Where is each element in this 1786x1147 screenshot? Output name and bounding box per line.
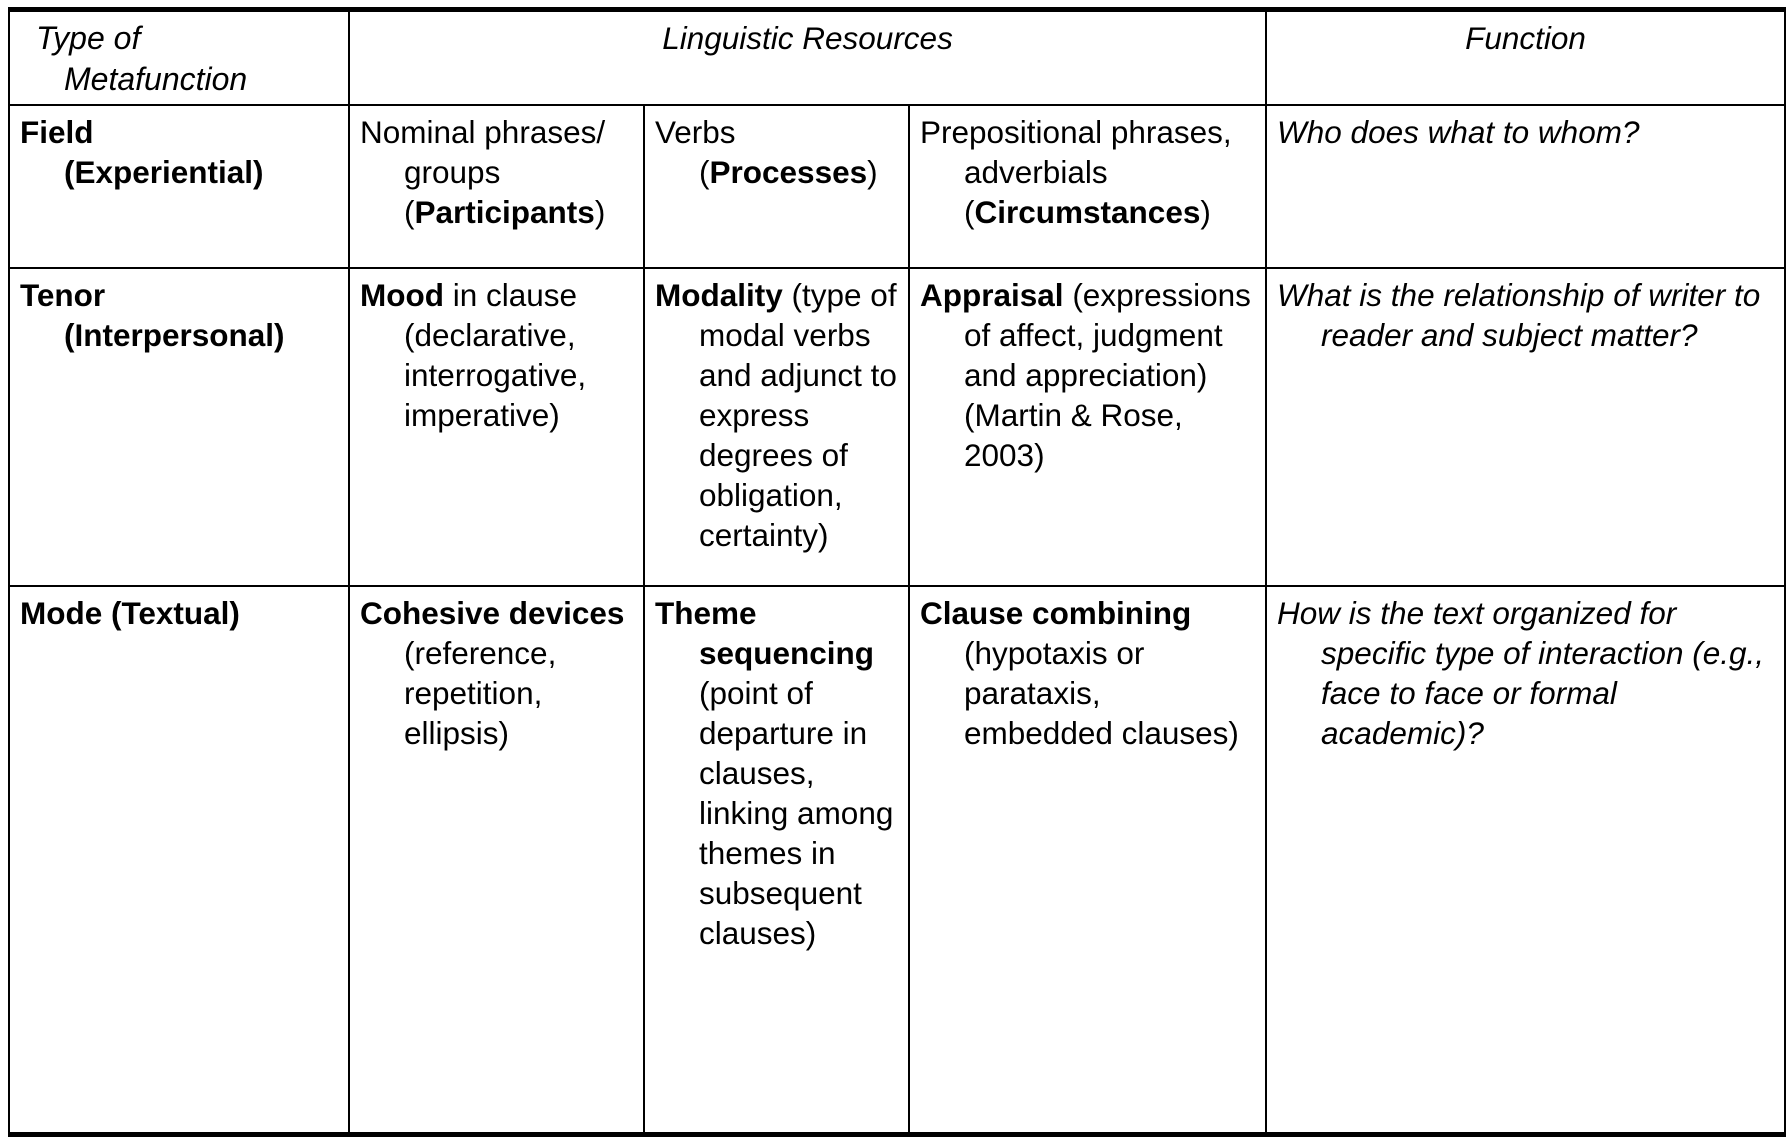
- resource-plain-b: ): [594, 194, 606, 230]
- resource-bold: Mood: [360, 277, 444, 313]
- resource-plain: (type of modal verbs and adjunct to expr…: [699, 277, 897, 553]
- cell-tenor-resource-1: Mood in clause (declarative, interrogati…: [348, 267, 645, 587]
- metafunction-label: Mode (Textual): [20, 593, 338, 633]
- function-text: What is the relationship of writer to re…: [1277, 277, 1761, 353]
- resource-bold: Processes: [709, 154, 868, 190]
- resource-plain-a: Prepositional phrases, adverbials (: [920, 114, 1232, 230]
- metafunction-label: Field (Experiential): [20, 112, 338, 192]
- metafunction-name: Mode (Textual): [20, 595, 240, 631]
- resource-text: Verbs (Processes): [655, 112, 898, 192]
- table-row: Mode (Textual) Cohesive devices (referen…: [8, 585, 1786, 1137]
- resource-bold: Clause combining: [920, 595, 1192, 631]
- metafunction-table: Type of Metafunction Linguistic Resource…: [8, 7, 1786, 1137]
- metafunction-label: Tenor (Interpersonal): [20, 275, 338, 355]
- cell-mode-function: How is the text organized for specific t…: [1265, 585, 1786, 1137]
- cell-metafunction-mode: Mode (Textual): [8, 585, 350, 1137]
- resource-text: Cohesive devices (reference, repetition,…: [360, 593, 633, 753]
- resource-plain-b: ): [1200, 194, 1211, 230]
- header-cell-function: Function: [1265, 7, 1786, 106]
- resource-text: Theme sequencing (point of departure in …: [655, 593, 898, 953]
- cell-tenor-resource-2: Modality (type of modal verbs and adjunc…: [643, 267, 910, 587]
- header-cell-metafunction: Type of Metafunction: [8, 7, 350, 106]
- table-row: Field (Experiential) Nominal phrases/ gro…: [8, 104, 1786, 269]
- resource-plain: (reference, repetition, ellipsis): [404, 635, 557, 751]
- metafunction-subname: (Interpersonal): [64, 317, 285, 353]
- metafunction-subname: (Experiential): [64, 154, 264, 190]
- function-text: How is the text organized for specific t…: [1277, 595, 1764, 751]
- resource-bold: Circumstances: [974, 194, 1201, 230]
- table-sheet: Type of Metafunction Linguistic Resource…: [0, 7, 1786, 1147]
- cell-metafunction-field: Field (Experiential): [8, 104, 350, 269]
- resource-plain: in clause (declarative, interrogative, i…: [404, 277, 587, 433]
- cell-tenor-resource-3: Appraisal (expressions of affect, judgme…: [907, 267, 1268, 587]
- resource-plain-b: ): [867, 154, 878, 190]
- cell-metafunction-tenor: Tenor (Interpersonal): [8, 267, 350, 587]
- resource-plain-a: Nominal phrases/ groups (: [360, 114, 606, 230]
- resource-plain-a: Verbs (: [655, 114, 736, 190]
- function-text: Who does what to whom?: [1277, 114, 1640, 150]
- resource-bold: Appraisal: [920, 277, 1064, 313]
- header-metafunction-line2: Metafunction: [64, 61, 248, 97]
- resource-text: Nominal phrases/ groups (Participants): [360, 112, 633, 232]
- resource-text: Prepositional phrases, adverbials (Circu…: [920, 112, 1255, 232]
- resource-text: Modality (type of modal verbs and adjunc…: [655, 275, 898, 555]
- cell-field-resource-3: Prepositional phrases, adverbials (Circu…: [907, 104, 1268, 269]
- cell-mode-resource-3: Clause combining (hypotaxis or parataxis…: [907, 585, 1268, 1137]
- resource-text: Clause combining (hypotaxis or parataxis…: [920, 593, 1255, 753]
- cell-mode-resource-1: Cohesive devices (reference, repetition,…: [348, 585, 645, 1137]
- metafunction-name: Tenor: [20, 277, 106, 313]
- resource-bold: Theme sequencing: [655, 595, 875, 671]
- resource-plain: (hypotaxis or parataxis, embedded clause…: [964, 635, 1239, 751]
- cell-field-resource-1: Nominal phrases/ groups (Participants): [348, 104, 645, 269]
- resource-bold: Modality: [655, 277, 783, 313]
- resource-text: Appraisal (expressions of affect, judgme…: [920, 275, 1255, 475]
- table-header-row: Type of Metafunction Linguistic Resource…: [8, 7, 1786, 106]
- metafunction-name: Field: [20, 114, 94, 150]
- resource-plain: (point of departure in clauses, linking …: [699, 675, 894, 951]
- resource-text: Mood in clause (declarative, interrogati…: [360, 275, 633, 435]
- header-metafunction-line1: Type of: [36, 20, 141, 56]
- cell-tenor-function: What is the relationship of writer to re…: [1265, 267, 1786, 587]
- cell-field-resource-2: Verbs (Processes): [643, 104, 910, 269]
- resource-plain: (expressions of affect, judgment and app…: [964, 277, 1251, 473]
- cell-field-function: Who does what to whom?: [1265, 104, 1786, 269]
- resource-bold: Participants: [414, 194, 595, 230]
- resource-bold: Cohesive devices: [360, 595, 625, 631]
- header-cell-linguistic-resources: Linguistic Resources: [347, 7, 1268, 106]
- table-row: Tenor (Interpersonal) Mood in clause (dec…: [8, 267, 1786, 587]
- cell-mode-resource-2: Theme sequencing (point of departure in …: [643, 585, 910, 1137]
